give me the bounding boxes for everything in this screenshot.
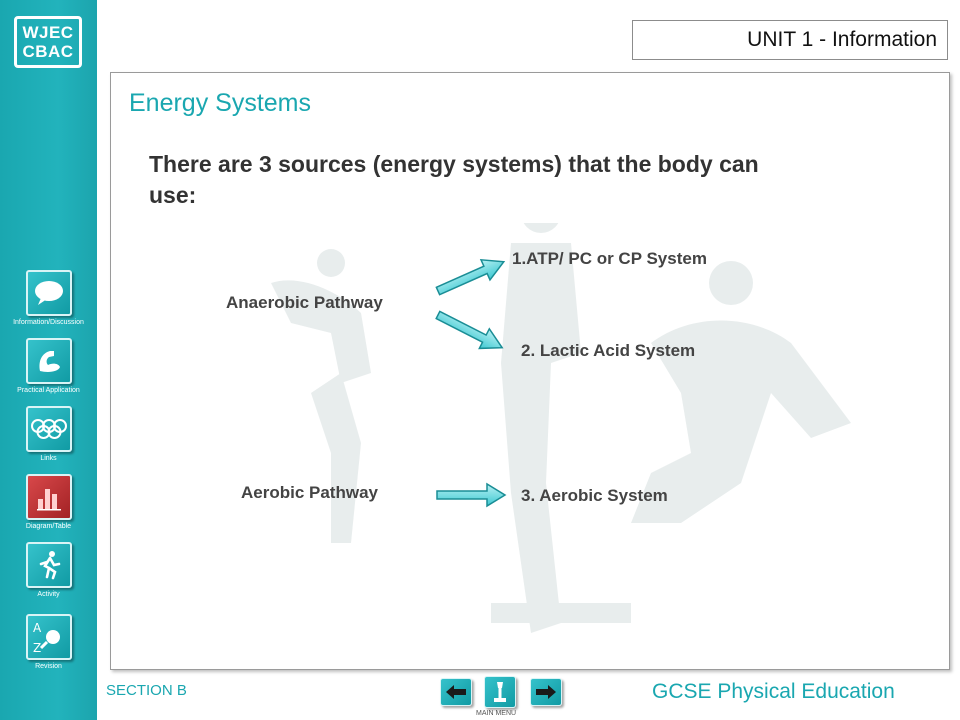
intro-text: There are 3 sources (energy systems) tha… xyxy=(149,151,759,208)
speech-bubble-icon xyxy=(25,270,72,316)
main-menu-button[interactable] xyxy=(484,676,516,708)
sidebar-item-label: Links xyxy=(40,455,57,462)
arrow-left-icon xyxy=(446,685,466,699)
sports-silhouette-watermark xyxy=(271,223,851,633)
lactic-acid-system-label: 2. Lactic Acid System xyxy=(521,341,696,360)
previous-button[interactable] xyxy=(440,678,472,706)
unit-title-box: UNIT 1 - Information xyxy=(632,20,948,60)
sidebar-item-label: Revision xyxy=(35,663,62,670)
page-title: Energy Systems xyxy=(129,89,312,117)
sidebar-item-activity[interactable]: Activity xyxy=(0,542,97,598)
sidebar-item-information-discussion[interactable]: Information/Discussion xyxy=(0,270,97,326)
arrow-right-icon xyxy=(536,685,556,699)
aerobic-pathway-label: Aerobic Pathway xyxy=(241,483,378,502)
sidebar-item-label: Activity xyxy=(37,591,60,598)
sidebar: WJEC CBAC Information/Discussion Practic… xyxy=(0,0,97,720)
sidebar-item-label: Information/Discussion xyxy=(13,319,84,326)
flexed-arm-icon xyxy=(25,338,72,384)
sidebar-item-practical-application[interactable]: Practical Application xyxy=(0,338,97,394)
logo-line-2: CBAC xyxy=(22,42,74,61)
running-figure-icon xyxy=(25,542,72,588)
section-label: SECTION B xyxy=(106,682,187,699)
wjec-cbac-logo: WJEC CBAC xyxy=(14,16,82,68)
main-menu-label: MAIN MENU xyxy=(476,710,517,717)
logo-line-1: WJEC xyxy=(22,23,74,42)
aerobic-system-label: 3. Aerobic System xyxy=(521,486,668,505)
sidebar-item-links[interactable]: Links xyxy=(0,406,97,462)
sidebar-item-diagram-table[interactable]: Diagram/Table xyxy=(0,474,97,530)
unit-title: UNIT 1 - Information xyxy=(747,28,937,51)
atp-pc-system-label: 1.ATP/ PC or CP System xyxy=(512,249,707,268)
svg-text:A: A xyxy=(33,621,42,635)
course-title: GCSE Physical Education xyxy=(652,680,895,703)
bar-chart-icon xyxy=(25,474,72,520)
content-panel: Energy Systems There are 3 sources (ener… xyxy=(110,72,950,670)
olympic-rings-icon xyxy=(25,406,72,452)
sidebar-item-label: Practical Application xyxy=(17,387,80,394)
sidebar-item-label: Diagram/Table xyxy=(25,523,72,530)
svg-text:Z: Z xyxy=(33,641,41,655)
anaerobic-pathway-label: Anaerobic Pathway xyxy=(226,293,383,312)
torch-icon xyxy=(494,682,506,702)
next-button[interactable] xyxy=(530,678,562,706)
